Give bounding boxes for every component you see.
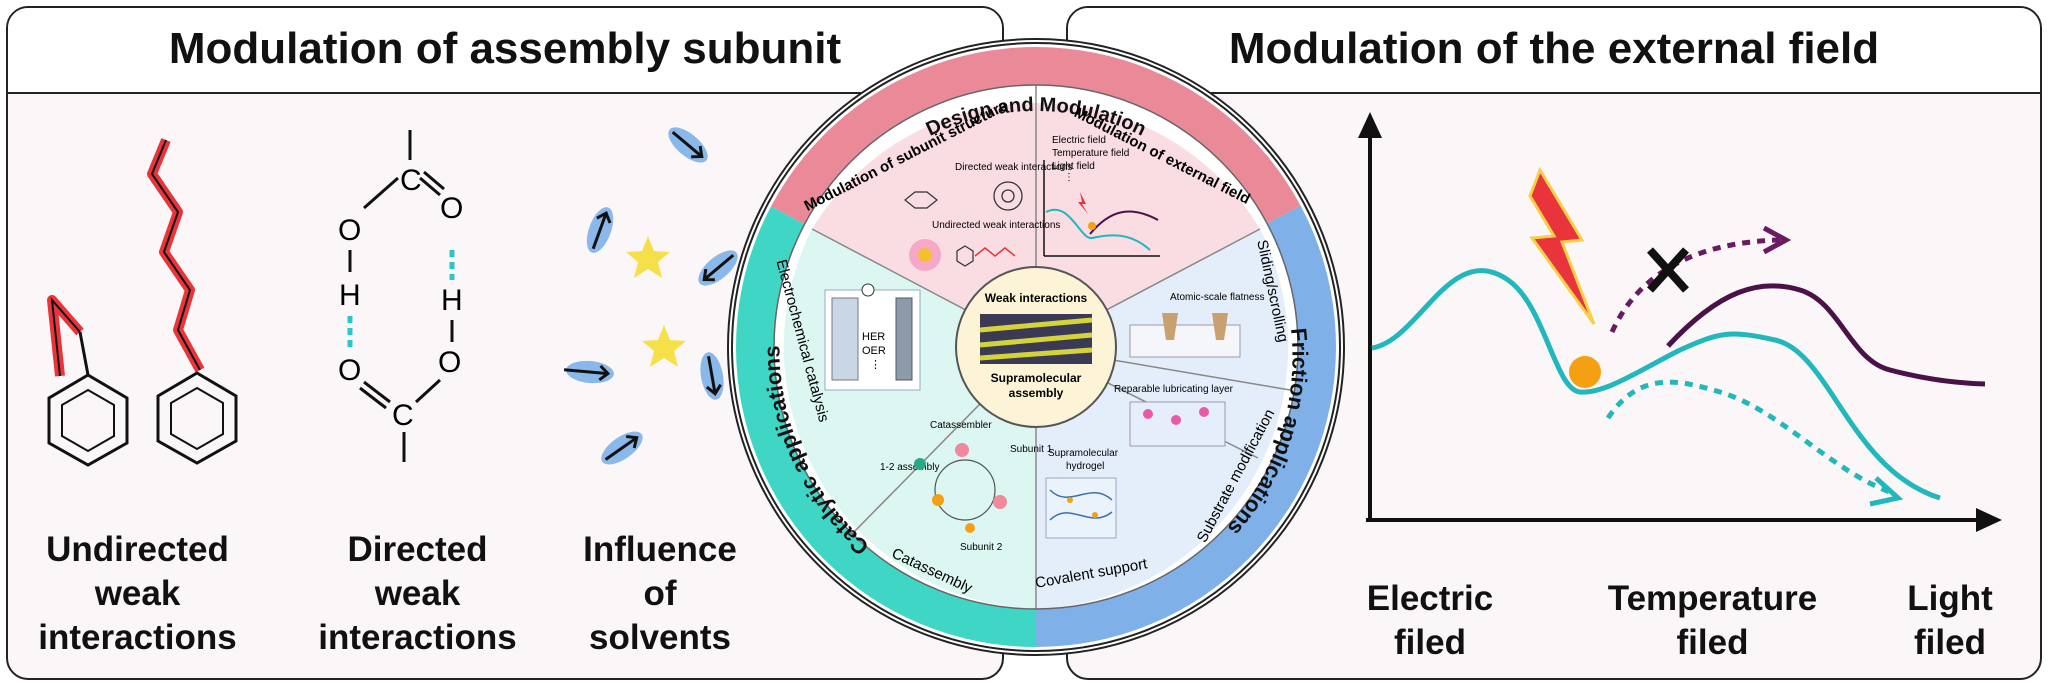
center-bottom-text-2: assembly xyxy=(1009,386,1064,400)
text-field-ellipsis: ⋮ xyxy=(1064,172,1074,183)
text-subunit1: Subunit 1 xyxy=(1010,444,1053,455)
atom-H-left: H xyxy=(339,279,361,312)
text-her-dots: ⋮ xyxy=(870,359,881,371)
particle-ball xyxy=(1569,356,1601,388)
text-directed: Directed weak interactions xyxy=(955,162,1072,173)
star-icon xyxy=(642,325,686,367)
atom-O-top-left: O xyxy=(338,214,361,247)
atom-C-bottom: C xyxy=(392,399,414,432)
text-oer: OER xyxy=(862,345,886,357)
text-assembly12: 1-2 assembly xyxy=(880,462,939,473)
text-hydrogel-2: hydrogel xyxy=(1066,461,1104,472)
text-undirected: Undirected weak interactions xyxy=(932,220,1060,231)
dotted-arrow-teal xyxy=(1605,379,1891,495)
star-icon xyxy=(626,236,670,278)
solvent-molecules xyxy=(563,127,738,465)
hydrogel-network xyxy=(1045,477,1117,539)
text-catassembler: Catassembler xyxy=(930,420,992,431)
right-panel-header: Modulation of the external field xyxy=(1068,8,2040,94)
text-atomic: Atomic-scale flatness xyxy=(1170,292,1264,303)
text-light-field: Light field xyxy=(1052,161,1095,172)
block-cross-icon xyxy=(1647,247,1689,293)
undirected-molecule-long xyxy=(147,138,238,465)
left-panel-header: Modulation of assembly subunit xyxy=(8,8,1002,94)
catalyst-icon xyxy=(955,443,969,457)
energy-curve-teal xyxy=(1371,268,1941,501)
ring-cluster-icon xyxy=(993,181,1023,211)
center-bottom-text-1: Supramolecular xyxy=(991,371,1082,385)
atom-C-top: C xyxy=(400,164,422,197)
text-electric-field: Electric field xyxy=(1052,135,1106,146)
right-panel-title: Modulation of the external field xyxy=(1228,24,1880,73)
carboxylic-dimer: C O O H O C O H xyxy=(338,130,463,462)
alkyl-chain-icon xyxy=(974,247,1016,257)
atom-O-bottom-left: O xyxy=(338,354,361,387)
lightning-icon xyxy=(1528,166,1596,325)
text-subunit2: Subunit 2 xyxy=(960,542,1003,553)
atom-H-right: H xyxy=(441,284,463,317)
text-her: HER xyxy=(862,331,885,343)
atom-O-bottom-right: O xyxy=(438,346,461,379)
hbond-dimer-icon xyxy=(904,191,938,209)
text-hydrogel-1: Supramolecular xyxy=(1048,448,1119,459)
text-reparable: Reparable lubricating layer xyxy=(1114,384,1234,395)
text-temperature-field: Temperature field xyxy=(1052,148,1129,159)
energy-curve-purple xyxy=(1666,283,1986,387)
undirected-molecule-short xyxy=(47,295,129,467)
left-panel-title: Modulation of assembly subunit xyxy=(168,24,842,73)
atom-O-top-right: O xyxy=(440,192,463,225)
center-top-text: Weak interactions xyxy=(985,291,1088,305)
